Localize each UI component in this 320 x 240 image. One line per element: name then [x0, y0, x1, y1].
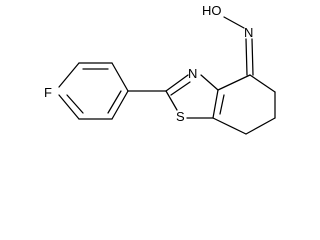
oxime-double-bond	[251, 38, 254, 76]
sulfur-label: S	[176, 109, 185, 124]
bond	[200, 74, 219, 91]
hydroxyl-label: HO	[202, 3, 222, 18]
bond	[58, 62, 80, 88]
bond	[245, 117, 276, 135]
bond	[111, 62, 129, 92]
bond	[165, 74, 189, 92]
double-bond	[170, 81, 191, 96]
double-bond	[219, 94, 225, 115]
double-bond	[66, 94, 84, 114]
bond	[223, 16, 245, 29]
bond	[111, 90, 129, 120]
fluorine-label: F	[44, 85, 52, 100]
bond	[212, 117, 247, 135]
bond	[217, 74, 251, 91]
chemical-structure-diagram: F N S N HO	[44, 3, 276, 135]
oxime-double-bond	[245, 38, 248, 76]
cyclohexane-ring	[212, 74, 276, 135]
nitrogen-label: N	[188, 66, 197, 81]
bond	[165, 90, 178, 111]
fluorophenyl-ring	[58, 62, 129, 120]
thiazole-ring	[165, 74, 225, 119]
bond	[58, 94, 80, 120]
oxime-nitrogen-label: N	[244, 25, 253, 40]
double-bond	[107, 90, 122, 114]
bond	[212, 89, 219, 119]
bond	[249, 74, 276, 93]
